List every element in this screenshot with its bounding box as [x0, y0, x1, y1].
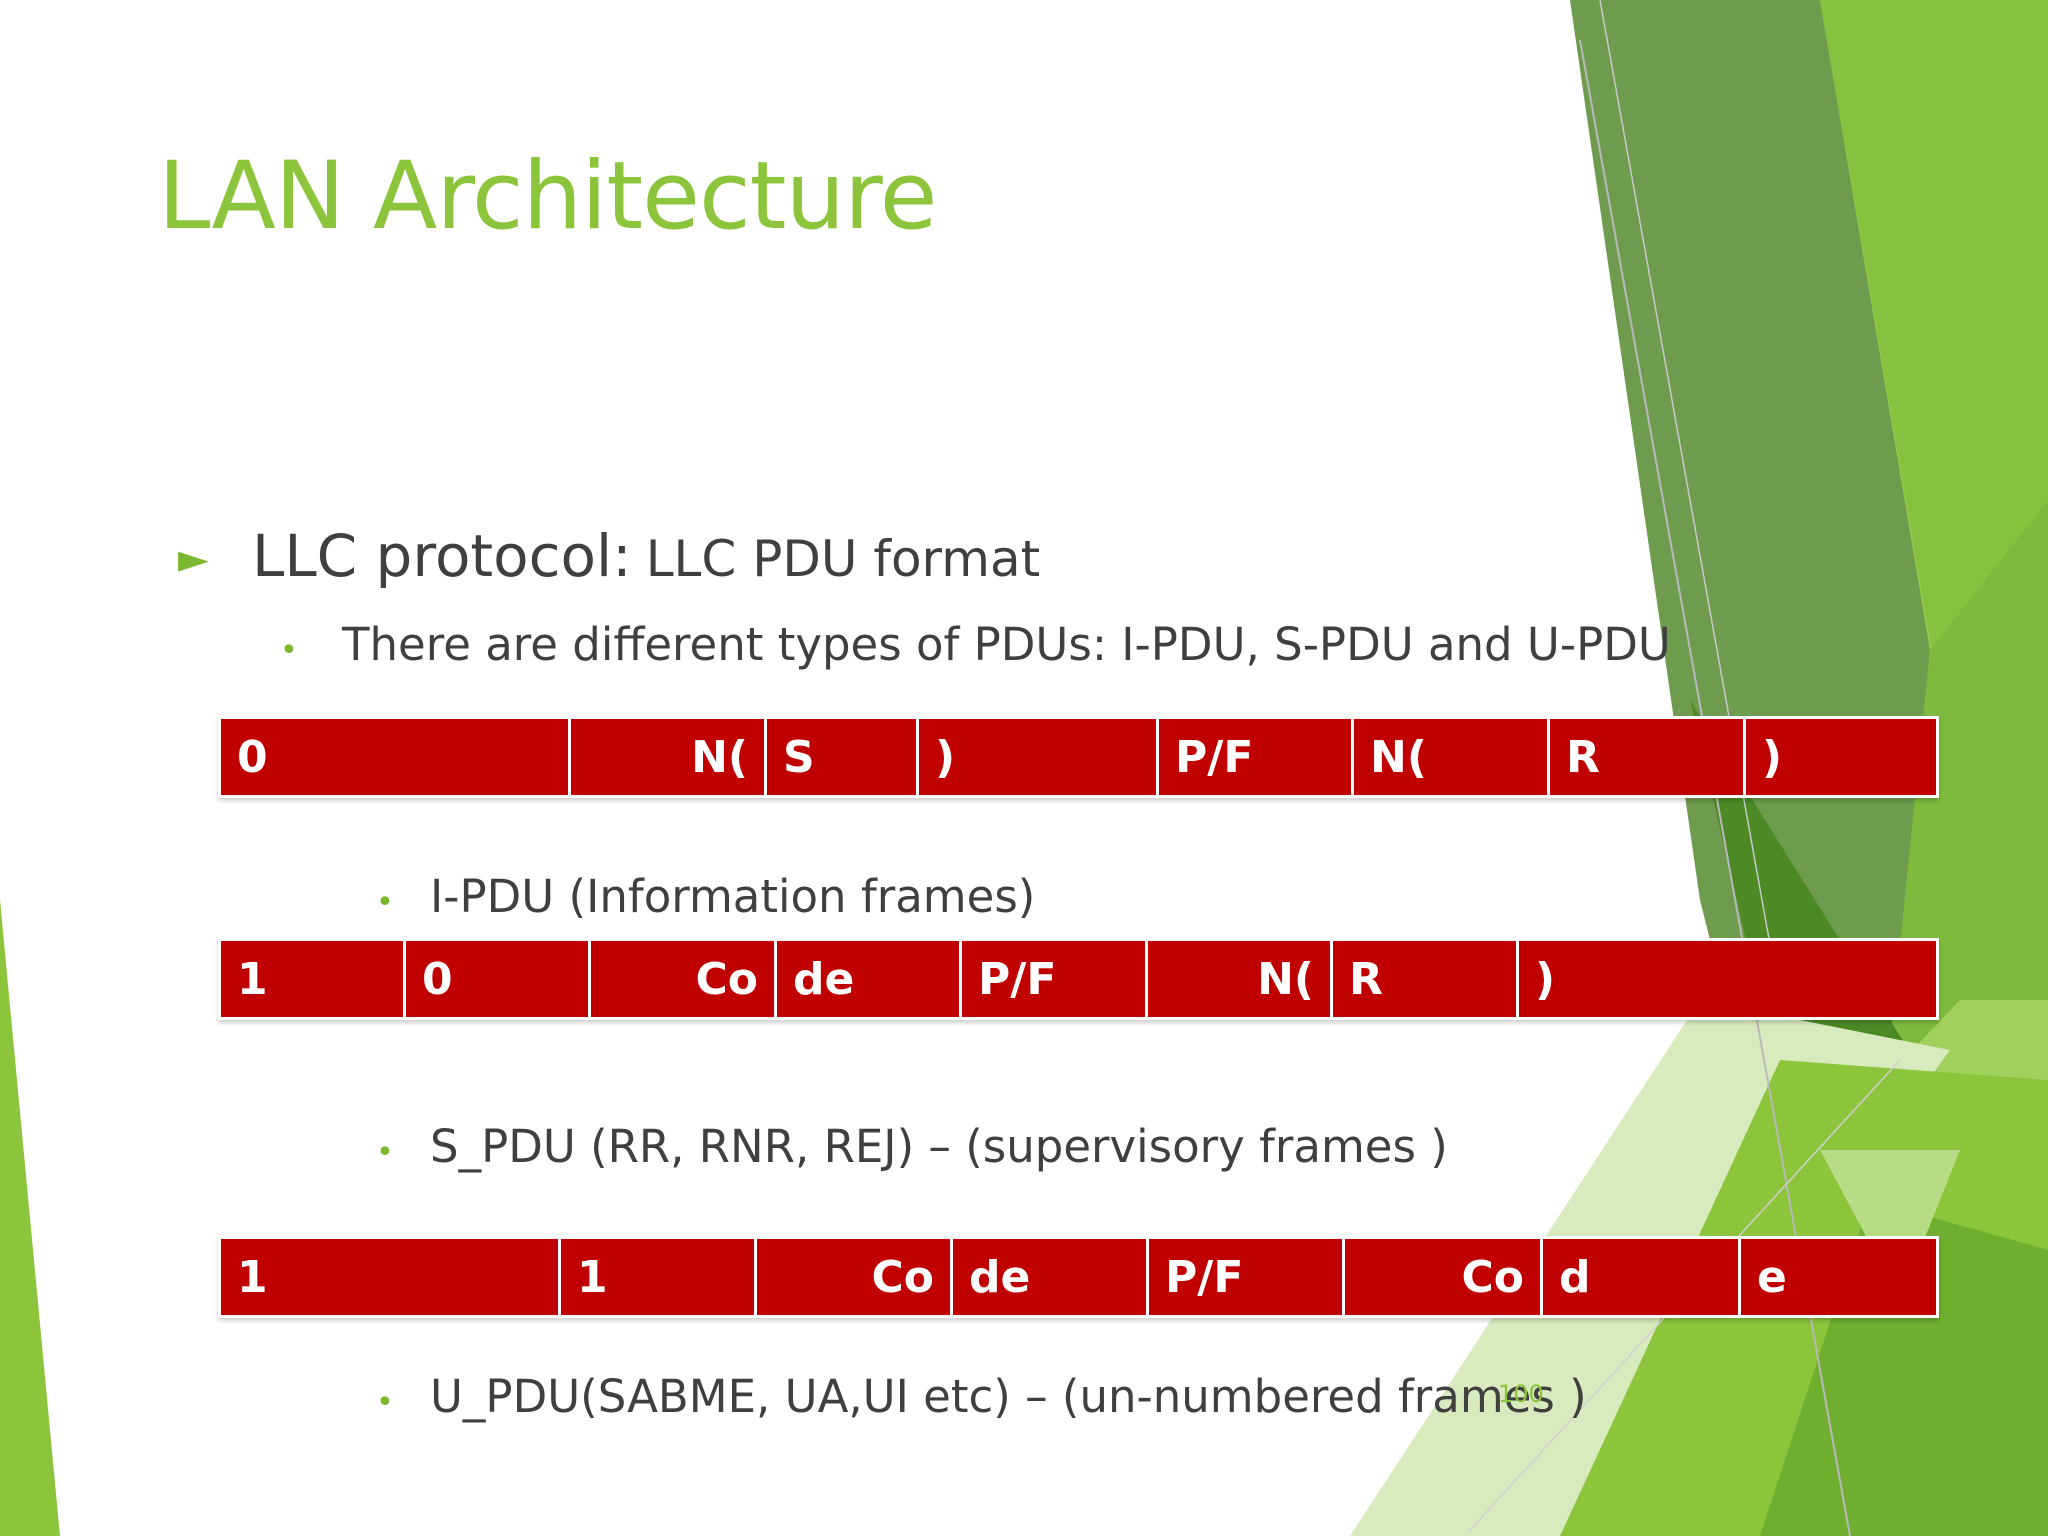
slide-title: LAN Architecture	[158, 142, 938, 251]
accent-line	[1599, 0, 1781, 1001]
pdu-cell: N(	[1351, 716, 1550, 798]
pdu-cell: S	[764, 716, 919, 798]
page-number: 100	[1498, 1380, 1544, 1408]
s-pdu-format-table: 1 0 Co de P/F N( R )	[218, 938, 1939, 1020]
green-facet	[1820, 1150, 1960, 1300]
pdu-cell: P/F	[1156, 716, 1354, 798]
label-s-pdu: • S_PDU (RR, RNR, REJ) – (supervisory fr…	[376, 1120, 1448, 1173]
pdu-cell: 1	[218, 938, 406, 1020]
dot-bullet-icon: •	[376, 885, 394, 920]
pdu-cell: d	[1540, 1236, 1741, 1318]
bullet-main-text: LLC protocol:	[252, 522, 632, 590]
label-i-pdu: • I-PDU (Information frames)	[376, 870, 1035, 923]
pdu-cell: 0	[403, 938, 591, 1020]
triangle-bullet-icon: ►	[178, 536, 209, 582]
label-text: I-PDU (Information frames)	[430, 870, 1036, 923]
pdu-cell: Co	[754, 1236, 953, 1318]
label-text: U_PDU(SABME, UA,UI etc) – (un-numbered f…	[430, 1370, 1587, 1423]
bullet-llc-protocol: ► LLC protocol: LLC PDU format	[178, 522, 1040, 590]
pdu-cell: de	[774, 938, 962, 1020]
pdu-cell: R	[1330, 938, 1519, 1020]
subbullet-pdu-types: • There are different types of PDUs: I-P…	[280, 618, 1671, 671]
pdu-cell: )	[1516, 938, 1939, 1020]
pdu-cell: 1	[558, 1236, 757, 1318]
pdu-cell: )	[916, 716, 1159, 798]
dot-bullet-icon: •	[376, 1135, 394, 1170]
pdu-cell: R	[1547, 716, 1746, 798]
pdu-cell: N(	[568, 716, 767, 798]
label-text: S_PDU (RR, RNR, REJ) – (supervisory fram…	[430, 1120, 1448, 1173]
subbullet-text: There are different types of PDUs: I-PDU…	[342, 618, 1671, 671]
pdu-cell: de	[950, 1236, 1149, 1318]
green-facet	[1820, 0, 2048, 700]
pdu-cell: )	[1743, 716, 1939, 798]
pdu-cell: Co	[1342, 1236, 1543, 1318]
bullet-sub-text: LLC PDU format	[645, 530, 1041, 588]
dot-bullet-icon: •	[376, 1385, 394, 1420]
dot-bullet-icon: •	[280, 633, 298, 668]
i-pdu-format-table: 0 N( S ) P/F N( R )	[218, 716, 1939, 798]
pdu-cell: 1	[218, 1236, 561, 1318]
pdu-cell: e	[1738, 1236, 1939, 1318]
label-u-pdu: • U_PDU(SABME, UA,UI etc) – (un-numbered…	[376, 1370, 1587, 1423]
pdu-cell: P/F	[1146, 1236, 1345, 1318]
pdu-cell: 0	[218, 716, 571, 798]
pdu-cell: N(	[1145, 938, 1333, 1020]
green-facet	[1760, 1200, 2048, 1536]
pdu-cell: Co	[588, 938, 777, 1020]
pdu-cell: P/F	[959, 938, 1148, 1020]
u-pdu-format-table: 1 1 Co de P/F Co d e	[218, 1236, 1939, 1318]
green-facet	[0, 900, 60, 1536]
